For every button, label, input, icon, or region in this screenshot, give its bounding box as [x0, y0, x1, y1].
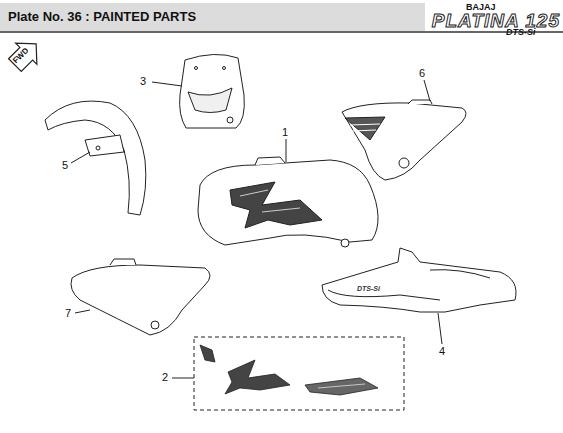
leader-line [75, 310, 90, 313]
decal-text: DTS-Si [357, 285, 380, 292]
header-rule [0, 31, 563, 33]
visor [180, 54, 245, 128]
leader-line [438, 313, 442, 344]
leader-line [152, 82, 182, 86]
leader-line [424, 80, 430, 101]
tail-panel [322, 248, 516, 312]
callout-number: 5 [62, 160, 68, 171]
decal-set [200, 345, 378, 395]
side-panel-right [342, 100, 466, 180]
plate-title: Plate No. 36 : PAINTED PARTS [8, 10, 196, 23]
front-fender [45, 101, 146, 215]
callout-number: 1 [282, 127, 288, 138]
leader-line [172, 378, 194, 379]
model-suffix: DTS-Si [506, 28, 536, 37]
model-logo: PLATINA 125 [432, 11, 560, 30]
callout-number: 4 [439, 346, 445, 357]
leader-line [286, 139, 287, 162]
side-panel-left [71, 259, 210, 335]
fuel-tank [198, 157, 378, 247]
decal-group-box [194, 337, 404, 410]
callout-number: 6 [419, 68, 425, 79]
leader-line [71, 152, 90, 163]
callout-number: 3 [140, 76, 146, 87]
callout-number: 7 [65, 308, 71, 319]
header-band [0, 3, 425, 31]
callout-number: 2 [162, 372, 168, 383]
fwd-arrow [4, 33, 46, 75]
